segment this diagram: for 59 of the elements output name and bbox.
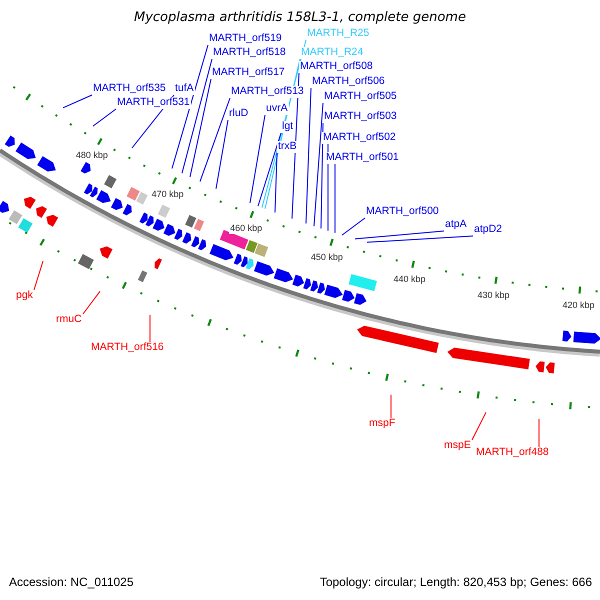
scale-label: 470 kbp (150, 190, 185, 200)
leader-line (472, 412, 486, 440)
leader-line (314, 102, 324, 227)
gene-label: trxB (277, 141, 298, 153)
gene-label: MARTH_orf513 (230, 86, 305, 98)
gene-label: MARTH_orf517 (211, 67, 286, 79)
leader-line (342, 218, 366, 236)
leader-line (82, 290, 100, 314)
gene-label: tufA (174, 83, 195, 95)
gene-label: MARTH_orf501 (325, 152, 400, 164)
gene-label: MARTH_orf488 (475, 447, 550, 459)
scale-label: 480 kbp (74, 150, 109, 160)
gene-label: MARTH_orf500 (365, 206, 440, 218)
gene-label: MARTH_orf505 (323, 91, 398, 103)
leader-line (250, 114, 266, 204)
gene-label: MARTH_orf519 (208, 33, 283, 45)
gene-label: MARTH_orf516 (90, 342, 165, 354)
gene-label: MARTH_orf503 (323, 111, 398, 123)
gene-label: MARTH_orf531 (116, 97, 191, 109)
leader-line (390, 394, 392, 418)
footer-text: Topology: circular; Length: 820,453 bp; Genes: 666 (320, 576, 592, 590)
scale-label: 460 kbp (229, 224, 264, 234)
gene-label: mspF (368, 418, 396, 430)
leader-line (182, 58, 212, 174)
gene-label: atpA (444, 219, 468, 231)
leader-line (274, 152, 278, 213)
scale-label: 440 kbp (392, 274, 427, 285)
gene-label: MARTH_orf506 (311, 76, 386, 88)
leader-line (200, 98, 230, 182)
leader-line (292, 72, 300, 220)
gene-label: mspE (443, 440, 472, 452)
scale-label: 430 kbp (476, 291, 511, 301)
gene-label: MARTH_R24 (300, 47, 364, 59)
leader-line (34, 260, 44, 290)
scale-label: 420 kbp (562, 301, 596, 311)
gene-label: MARTH_orf535 (92, 83, 167, 95)
gene-label: MARTH_orf508 (299, 61, 374, 73)
leader-line (92, 108, 116, 127)
leader-line (306, 88, 312, 224)
gene-label: uvrA (265, 103, 289, 115)
leader-line (538, 418, 540, 448)
leader-line (320, 122, 324, 229)
gene-label: pgk (15, 290, 34, 302)
leader-line (172, 44, 208, 169)
leader-line (258, 132, 282, 207)
leader-line (190, 78, 212, 178)
title: Mycoplasma arthritidis 158L3-1, complete genome (134, 11, 466, 26)
leader-line (216, 120, 228, 190)
leader-line (334, 164, 336, 234)
leader-line (354, 230, 444, 240)
leader-line (366, 236, 474, 243)
gene-label: MARTH_R25 (306, 28, 370, 40)
gene-label: lgt (281, 121, 294, 133)
gene-label: atpD2 (473, 224, 504, 236)
scale-label: 450 kbp (310, 252, 344, 262)
leader-line (62, 94, 92, 108)
gene-label: MARTH_orf518 (212, 47, 287, 59)
footer-text: Accession: NC_011025 (9, 576, 134, 590)
gene-label: MARTH_orf502 (322, 132, 397, 144)
